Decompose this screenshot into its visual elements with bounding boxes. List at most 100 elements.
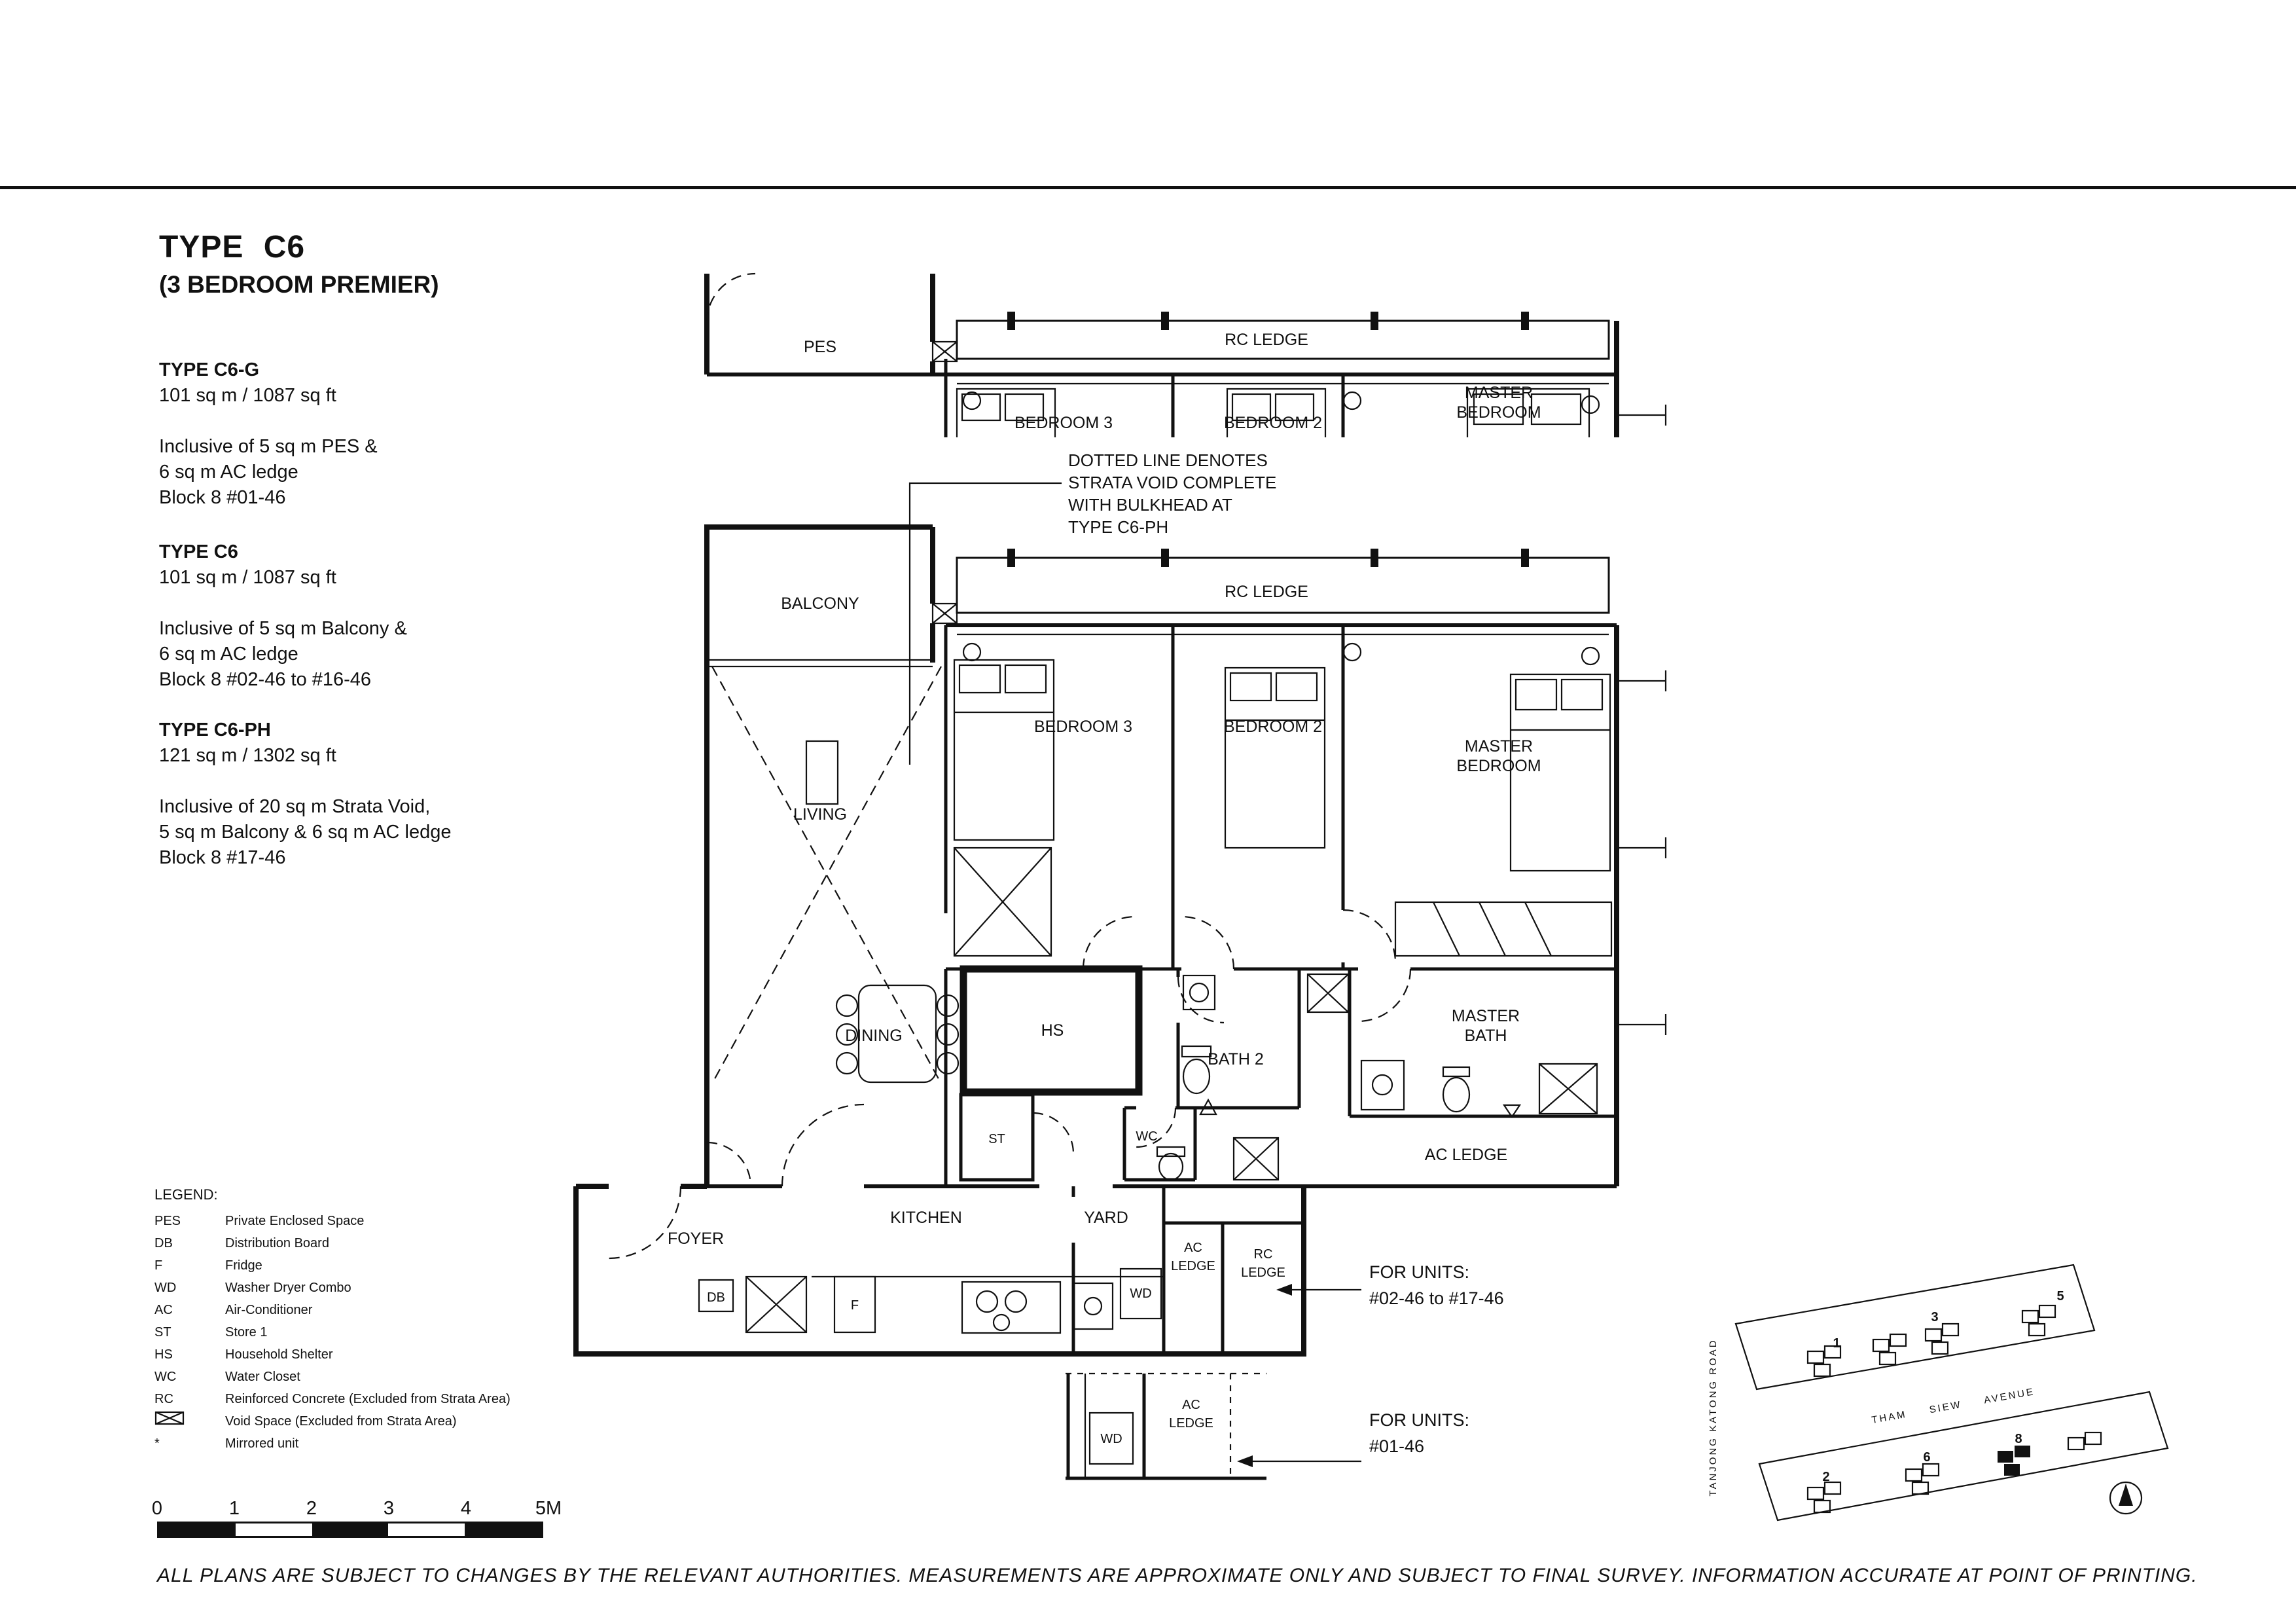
label-ac-ledge: AC LEDGE — [1425, 1146, 1507, 1164]
fridge-box — [833, 1275, 876, 1334]
legend-desc: Distribution Board — [225, 1236, 329, 1250]
for-units-label: FOR UNITS: — [1369, 1262, 1469, 1282]
scale-segment — [235, 1523, 312, 1536]
block-cluster — [2067, 1431, 2102, 1451]
block-cluster — [1905, 1463, 1940, 1495]
label-foyer: FOYER — [668, 1230, 724, 1248]
detail-line: 5 sq m Balcony & 6 sq m AC ledge — [159, 822, 452, 843]
unit-type-name: TYPE C6-G — [159, 359, 260, 380]
block-number: 6 — [1923, 1450, 1930, 1465]
label-fridge: F — [851, 1298, 859, 1313]
legend-desc: Reinforced Concrete (Excluded from Strat… — [225, 1392, 511, 1406]
disclaimer-text: ALL PLANS ARE SUBJECT TO CHANGES BY THE … — [157, 1565, 2198, 1586]
label-balcony: BALCONY — [781, 594, 859, 613]
block-cluster — [2021, 1304, 2056, 1337]
detail-line: 6 sq m AC ledge — [159, 644, 298, 665]
label-wing-rc-ledge: LEDGE — [1241, 1266, 1285, 1280]
label-road-tham-siew: THAM SIEW AVENUE — [1871, 1386, 2036, 1426]
legend-row: F Fridge — [154, 1254, 511, 1277]
label-living: LIVING — [793, 805, 847, 824]
site-plan: 1 3 5 2 6 8 — [1708, 1264, 2169, 1522]
for-units-mid-callout: FOR UNITS: #02-46 to #17-46 — [1276, 1262, 1504, 1308]
label-master-bedroom-top: BEDROOM — [1456, 403, 1541, 422]
label-rc-ledge-main: RC LEDGE — [1225, 583, 1308, 601]
cooktop — [961, 1281, 1062, 1334]
legend-row: Void Space (Excluded from Strata Area) — [154, 1410, 511, 1432]
arrow-left-icon — [1276, 1284, 1292, 1296]
scale-bar: 0 1 2 3 4 5M — [152, 1498, 562, 1538]
scale-segment — [312, 1523, 389, 1536]
label-bedroom3: BEDROOM 3 — [1034, 718, 1132, 736]
scale-tick: 3 — [383, 1498, 395, 1519]
legend-abbr: F — [154, 1258, 163, 1273]
main-floor-plan: BALCONY RC LEDGE — [573, 524, 1667, 1357]
legend-abbr: AC — [154, 1303, 173, 1317]
legend-abbr: ST — [154, 1325, 171, 1340]
label-wing-ac-ledge: LEDGE — [1171, 1259, 1215, 1273]
unit-type-area: 101 sq m / 1087 sq ft — [159, 567, 336, 588]
unit-type-name: TYPE C6 — [159, 541, 238, 562]
unit-type-details: Inclusive of 5 sq m PES & 6 sq m AC ledg… — [159, 434, 378, 511]
label-dining: DINING — [845, 1027, 903, 1045]
detail-line: Inclusive of 5 sq m PES & — [159, 436, 378, 457]
bedroom3-furniture — [953, 659, 1055, 957]
label-pes: PES — [804, 338, 836, 356]
master-bedroom-furniture — [1394, 673, 1613, 957]
annotation-line: STRATA VOID COMPLETE — [1068, 473, 1276, 492]
kitchen-sink — [1072, 1282, 1114, 1330]
label-ground-ac-ledge: LEDGE — [1169, 1416, 1213, 1431]
legend-row: *Mirrored unit — [154, 1432, 511, 1455]
label-bedroom3-top: BEDROOM 3 — [1014, 414, 1113, 432]
label-db: DB — [707, 1290, 725, 1305]
label-master-bath-2: BATH — [1465, 1027, 1507, 1045]
label-wing-rc: RC — [1254, 1247, 1273, 1262]
master-bath-fixtures — [1360, 1059, 1598, 1118]
scale-tick: 0 — [151, 1498, 163, 1519]
legend-desc: Store 1 — [225, 1325, 268, 1340]
label-master-bath-1: MASTER — [1452, 1007, 1520, 1025]
legend-abbr: WD — [154, 1281, 177, 1295]
dining-table — [835, 984, 960, 1084]
label-master: MASTER — [1465, 737, 1533, 756]
label-ground-ac: AC — [1182, 1398, 1200, 1412]
washer-dryer-box — [1119, 1267, 1162, 1320]
label-hs: HS — [1041, 1021, 1064, 1040]
block-cluster — [1872, 1333, 1907, 1366]
annotation-line: WITH BULKHEAD AT — [1068, 495, 1232, 515]
block-number: 3 — [1931, 1310, 1938, 1324]
unit-type-c6ph: TYPE C6-PH 121 sq m / 1302 sq ft Inclusi… — [159, 718, 452, 871]
scale-segment — [388, 1523, 465, 1536]
top-divider — [0, 186, 2296, 189]
legend-abbr: DB — [154, 1236, 173, 1250]
unit-type-details: Inclusive of 5 sq m Balcony & 6 sq m AC … — [159, 616, 407, 693]
unit-type-c6g: TYPE C6-G 101 sq m / 1087 sq ft Inclusiv… — [159, 357, 378, 511]
unit-type-name: TYPE C6-PH — [159, 720, 271, 740]
legend-abbr: WC — [154, 1370, 177, 1384]
void-box-icon — [745, 1275, 808, 1334]
detail-line: Block 8 #02-46 to #16-46 — [159, 669, 372, 690]
legend-desc: Private Enclosed Space — [225, 1214, 365, 1228]
detail-line: Block 8 #17-46 — [159, 847, 286, 868]
detail-line: Inclusive of 5 sq m Balcony & — [159, 618, 407, 639]
strata-void-annotation: DOTTED LINE DENOTES STRATA VOID COMPLETE… — [908, 450, 1276, 765]
scale-segment — [159, 1523, 236, 1536]
bath2-fixtures — [1181, 974, 1216, 1095]
scale-tick: 5M — [535, 1498, 562, 1519]
annotation-line: TYPE C6-PH — [1068, 517, 1168, 537]
block-cluster — [1924, 1322, 1960, 1355]
legend-desc: Fridge — [225, 1258, 262, 1273]
block-cluster — [1806, 1345, 1842, 1377]
label-road-tanjong-katong: TANJONG KATONG ROAD — [1708, 1338, 1719, 1496]
vent-void-icon — [931, 602, 958, 625]
block-number: 8 — [2015, 1432, 2022, 1446]
unit-type-c6: TYPE C6 101 sq m / 1087 sq ft Inclusive … — [159, 539, 407, 693]
scale-bar-segments — [157, 1522, 543, 1538]
vent-void-icon — [931, 340, 958, 363]
label-wd: WD — [1130, 1286, 1151, 1301]
